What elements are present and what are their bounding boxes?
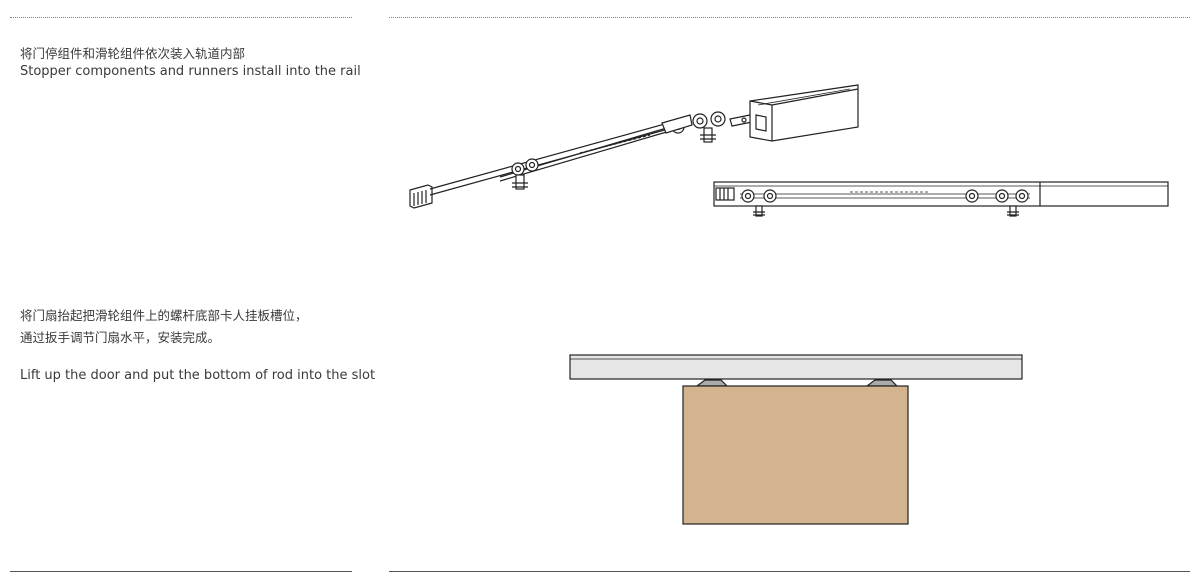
top-divider-right bbox=[389, 17, 1190, 18]
rail-side-view-illustration bbox=[713, 181, 1169, 217]
step1-instruction-zh: 将门停组件和滑轮组件依次装入轨道内部 bbox=[20, 46, 246, 61]
step2-instruction-zh-line1: 将门扇抬起把滑轮组件上的螺杆底部卡人挂板槽位， bbox=[20, 308, 308, 323]
bottom-divider-left bbox=[10, 571, 352, 572]
step2-instruction-zh-line2: 通过扳手调节门扇水平，安装完成。 bbox=[20, 330, 221, 345]
bottom-divider-right bbox=[389, 571, 1190, 572]
exploded-rail-assembly-illustration bbox=[409, 84, 859, 209]
top-divider-left bbox=[10, 17, 352, 18]
step2-instruction-en: Lift up the door and put the bottom of r… bbox=[20, 368, 376, 383]
door-hanging-illustration bbox=[569, 354, 1023, 525]
step1-instruction-en: Stopper components and runners install i… bbox=[20, 64, 361, 79]
